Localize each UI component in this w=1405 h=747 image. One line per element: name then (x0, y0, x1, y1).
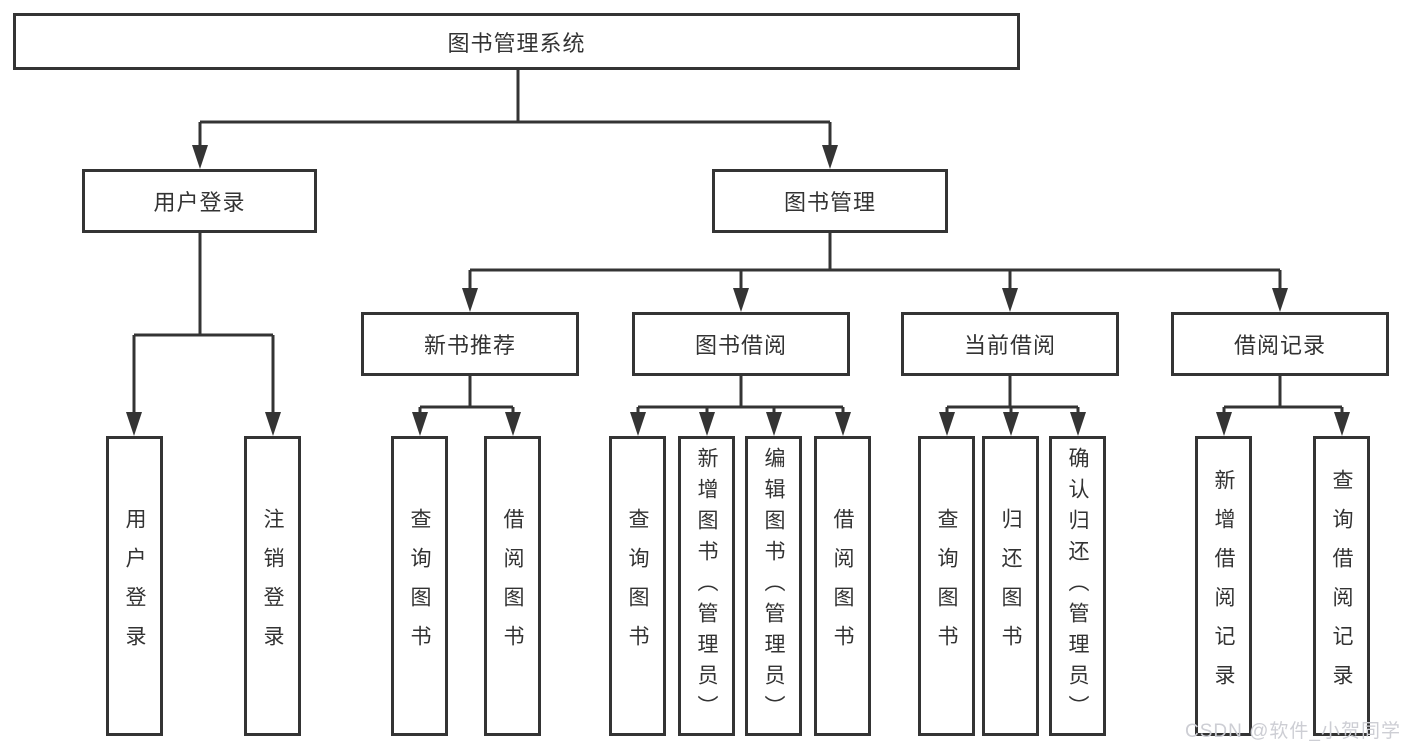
leaf-query-books-2: 查询图书 (609, 436, 666, 736)
node-new-book-recommend-label: 新书推荐 (423, 333, 516, 358)
node-current-borrow: 当前借阅 (901, 312, 1119, 376)
leaf-query-borrow-record: 查询借阅记录 (1313, 436, 1370, 736)
leaf-return-book-label: 归还图书 (999, 508, 1022, 664)
node-borrow-record-label: 借阅记录 (1233, 333, 1326, 358)
leaf-borrow-books-2: 借阅图书 (814, 436, 871, 736)
leaf-borrow-books-1-label: 借阅图书 (501, 508, 524, 664)
leaf-return-book: 归还图书 (982, 436, 1039, 736)
leaf-query-books-3-label: 查询图书 (935, 508, 958, 664)
leaf-add-borrow-record: 新增借阅记录 (1195, 436, 1252, 736)
watermark: CSDN @软件_小贺同学 (1185, 721, 1401, 742)
node-root: 图书管理系统 (13, 13, 1020, 70)
node-book-management: 图书管理 (712, 169, 948, 233)
leaf-user-login: 用户登录 (106, 436, 163, 736)
leaf-edit-book-admin: 编辑图书（管理员） (745, 436, 802, 736)
leaf-add-book-admin: 新增图书（管理员） (678, 436, 735, 736)
node-book-management-label: 图书管理 (783, 190, 876, 215)
leaf-user-login-label: 用户登录 (123, 508, 146, 664)
leaf-query-books-2-label: 查询图书 (626, 508, 649, 664)
node-user-login: 用户登录 (82, 169, 317, 233)
leaf-borrow-books-2-label: 借阅图书 (831, 508, 854, 664)
leaf-logout-label: 注销登录 (261, 508, 284, 664)
leaf-add-book-admin-label: 新增图书（管理员） (695, 446, 718, 726)
node-new-book-recommend: 新书推荐 (361, 312, 579, 376)
leaf-borrow-books-1: 借阅图书 (484, 436, 541, 736)
leaf-query-books-1: 查询图书 (391, 436, 448, 736)
leaf-add-borrow-record-label: 新增借阅记录 (1212, 469, 1235, 703)
leaf-edit-book-admin-label: 编辑图书（管理员） (762, 446, 785, 726)
node-book-borrow: 图书借阅 (632, 312, 850, 376)
node-book-borrow-label: 图书借阅 (694, 333, 787, 358)
leaf-query-books-3: 查询图书 (918, 436, 975, 736)
node-current-borrow-label: 当前借阅 (963, 333, 1056, 358)
node-borrow-record: 借阅记录 (1171, 312, 1389, 376)
node-user-login-label: 用户登录 (153, 190, 246, 215)
node-root-label: 图书管理系统 (447, 30, 586, 56)
leaf-query-borrow-record-label: 查询借阅记录 (1330, 469, 1353, 703)
leaf-query-books-1-label: 查询图书 (408, 508, 431, 664)
leaf-logout: 注销登录 (244, 436, 301, 736)
leaf-confirm-return-admin: 确认归还（管理员） (1049, 436, 1106, 736)
leaf-confirm-return-admin-label: 确认归还（管理员） (1066, 446, 1089, 726)
